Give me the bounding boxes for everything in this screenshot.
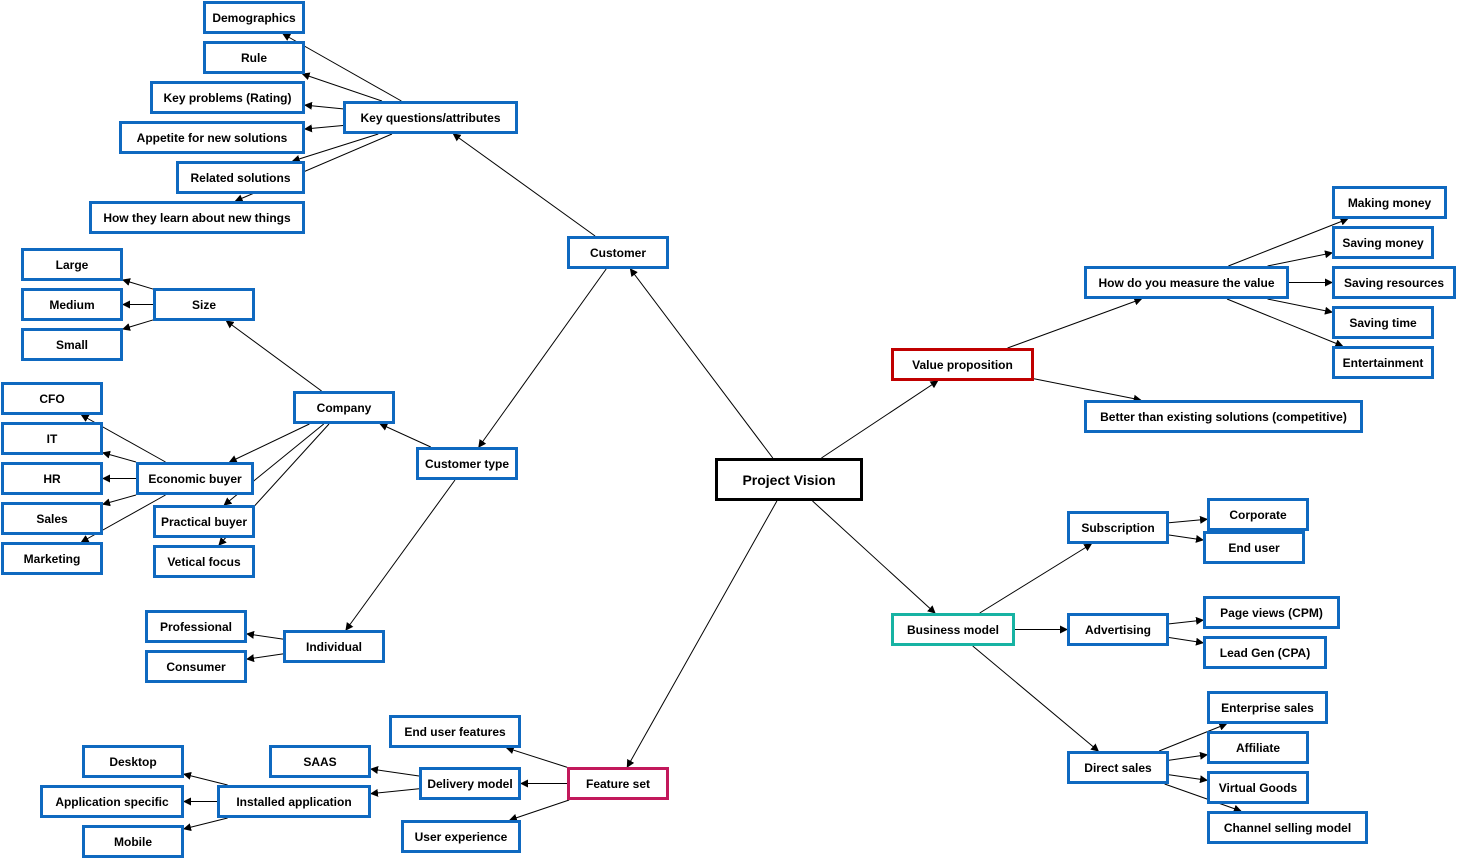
- node-hr[interactable]: HR: [1, 462, 103, 495]
- node-user-experience[interactable]: User experience: [401, 820, 521, 853]
- node-end-user[interactable]: End user: [1203, 531, 1305, 564]
- edge-root-to-featureset: [626, 500, 778, 768]
- edge-measure-to-makingmoney: [1228, 217, 1349, 267]
- edge-individual-to-consumer: [246, 653, 284, 663]
- edge-company-to-size: [225, 320, 322, 392]
- edge-kq-to-appetite: [304, 124, 344, 133]
- node-customer-type[interactable]: Customer type: [416, 447, 518, 480]
- node-virtual-goods[interactable]: Virtual Goods: [1207, 771, 1309, 804]
- node-end-user-features[interactable]: End user features: [389, 715, 521, 748]
- node-enterprise-sales[interactable]: Enterprise sales: [1207, 691, 1328, 724]
- edge-businessmodel-to-subscription: [979, 543, 1093, 614]
- node-making-money[interactable]: Making money: [1332, 186, 1447, 219]
- node-company[interactable]: Company: [293, 391, 395, 424]
- edge-company-to-econbuyer: [228, 423, 310, 463]
- edge-installed-to-mobile: [183, 817, 228, 832]
- node-large[interactable]: Large: [21, 248, 123, 281]
- edge-directsales-to-affiliate: [1168, 751, 1208, 761]
- node-business-model[interactable]: Business model: [891, 613, 1015, 646]
- edge-econbuyer-to-sales: [102, 494, 137, 507]
- node-individual[interactable]: Individual: [283, 630, 385, 663]
- edge-directsales-to-channel: [1164, 783, 1242, 813]
- node-customer[interactable]: Customer: [567, 236, 669, 269]
- node-how-do-you-measure-the-value[interactable]: How do you measure the value: [1084, 266, 1289, 299]
- edge-kq-to-related: [291, 133, 379, 163]
- edge-measure-to-savingmoney: [1267, 250, 1333, 267]
- node-consumer[interactable]: Consumer: [145, 650, 247, 683]
- node-lead-gen-cpa[interactable]: Lead Gen (CPA): [1203, 636, 1327, 669]
- node-small[interactable]: Small: [21, 328, 123, 361]
- edge-size-to-small: [122, 319, 154, 331]
- edge-customer-to-kq: [452, 133, 596, 237]
- node-professional[interactable]: Professional: [145, 610, 247, 643]
- edge-root-to-valueprop: [821, 380, 939, 459]
- edge-subscription-to-corporate: [1168, 515, 1208, 524]
- edge-subscription-to-enduser: [1168, 534, 1204, 543]
- node-subscription[interactable]: Subscription: [1067, 511, 1169, 544]
- edge-featureset-to-userexperience: [508, 799, 570, 822]
- node-desktop[interactable]: Desktop: [82, 745, 184, 778]
- node-page-views-cpm[interactable]: Page views (CPM): [1203, 596, 1340, 629]
- edge-customertype-to-company: [379, 423, 431, 448]
- node-saving-resources[interactable]: Saving resources: [1332, 266, 1456, 299]
- node-direct-sales[interactable]: Direct sales: [1067, 751, 1169, 784]
- node-saas[interactable]: SAAS: [269, 745, 371, 778]
- node-key-problems-rating[interactable]: Key problems (Rating): [150, 81, 305, 114]
- node-installed-application[interactable]: Installed application: [217, 785, 371, 818]
- node-vetical-focus[interactable]: Vetical focus: [153, 545, 255, 578]
- node-it[interactable]: IT: [1, 422, 103, 455]
- node-advertising[interactable]: Advertising: [1067, 613, 1169, 646]
- edge-delivery-to-saas: [370, 766, 420, 777]
- edge-customer-to-customertype: [478, 268, 607, 448]
- node-value-proposition[interactable]: Value proposition: [891, 348, 1034, 381]
- edge-directsales-to-enterprisesales: [1158, 722, 1228, 752]
- edge-root-to-businessmodel: [812, 500, 936, 614]
- node-demographics[interactable]: Demographics: [203, 1, 305, 34]
- edge-delivery-to-installed: [370, 788, 420, 797]
- node-medium[interactable]: Medium: [21, 288, 123, 321]
- node-project-vision[interactable]: Project Vision: [715, 458, 863, 501]
- edge-valueprop-to-better: [1033, 378, 1142, 403]
- edge-measure-to-savingtime: [1267, 298, 1333, 315]
- node-how-they-learn-about-new-things[interactable]: How they learn about new things: [89, 201, 305, 234]
- node-marketing[interactable]: Marketing: [1, 542, 103, 575]
- node-feature-set[interactable]: Feature set: [567, 767, 669, 800]
- edge-size-to-large: [122, 278, 154, 290]
- node-corporate[interactable]: Corporate: [1207, 498, 1309, 531]
- edge-individual-to-professional: [246, 630, 284, 640]
- node-rule[interactable]: Rule: [203, 41, 305, 74]
- edge-directsales-to-virtualgoods: [1168, 774, 1208, 784]
- node-economic-buyer[interactable]: Economic buyer: [136, 462, 254, 495]
- edge-advertising-to-pageviews: [1168, 616, 1204, 625]
- edge-advertising-to-leadgen: [1168, 636, 1204, 646]
- edge-featureset-to-enduserfeatures: [505, 746, 568, 768]
- node-saving-time[interactable]: Saving time: [1332, 306, 1434, 339]
- edge-kq-to-keyproblems: [304, 101, 344, 110]
- edge-businessmodel-to-directsales: [972, 645, 1100, 752]
- node-saving-money[interactable]: Saving money: [1332, 226, 1434, 259]
- node-size[interactable]: Size: [153, 288, 255, 321]
- node-sales[interactable]: Sales: [1, 502, 103, 535]
- edge-econbuyer-to-it: [102, 450, 137, 463]
- node-entertainment[interactable]: Entertainment: [1332, 346, 1434, 379]
- node-channel-selling-model[interactable]: Channel selling model: [1207, 811, 1368, 844]
- node-practical-buyer[interactable]: Practical buyer: [153, 505, 255, 538]
- node-related-solutions[interactable]: Related solutions: [176, 161, 305, 194]
- edge-installed-to-desktop: [183, 771, 228, 786]
- node-key-questions-attributes[interactable]: Key questions/attributes: [343, 101, 518, 134]
- node-affiliate[interactable]: Affiliate: [1207, 731, 1309, 764]
- node-delivery-model[interactable]: Delivery model: [419, 767, 521, 800]
- node-appetite-for-new-solutions[interactable]: Appetite for new solutions: [119, 121, 305, 154]
- edge-measure-to-entertainment: [1226, 298, 1344, 348]
- node-application-specific[interactable]: Application specific: [40, 785, 184, 818]
- edge-customertype-to-individual: [345, 479, 456, 631]
- edge-valueprop-to-measure: [1007, 297, 1143, 349]
- node-mobile[interactable]: Mobile: [82, 825, 184, 858]
- node-better-than-existing-solutions-competitive[interactable]: Better than existing solutions (competit…: [1084, 400, 1363, 433]
- edge-root-to-customer: [629, 268, 774, 459]
- node-cfo[interactable]: CFO: [1, 382, 103, 415]
- edge-kq-to-rule: [301, 72, 383, 102]
